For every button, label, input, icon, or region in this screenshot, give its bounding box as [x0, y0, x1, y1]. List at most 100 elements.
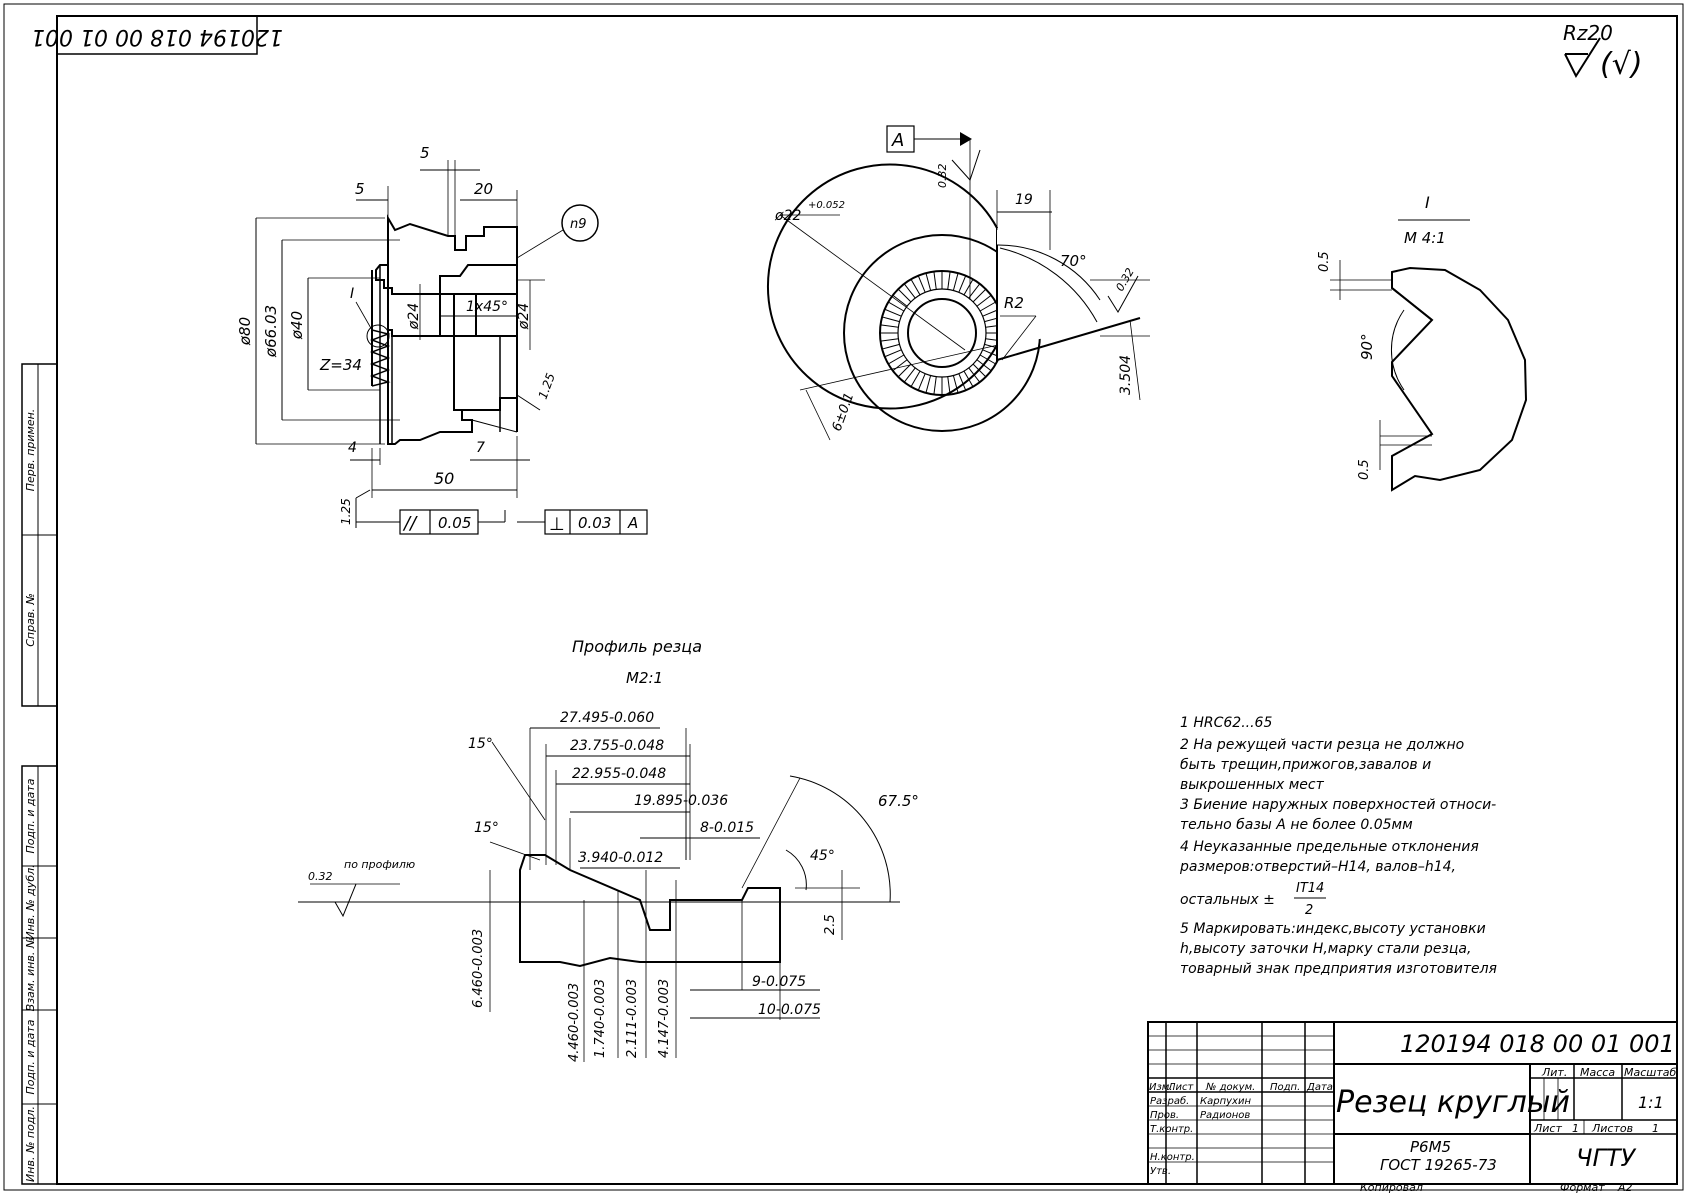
- view-detail: I M 4:1 0.5 0.5 90°: [1317, 193, 1528, 492]
- dim-d40: ø40: [288, 311, 306, 340]
- tooth-ray: [933, 376, 937, 395]
- strip-label-7: Инв. № подл.: [24, 1106, 37, 1182]
- profile-scale: M2:1: [626, 669, 663, 687]
- dim-v-4: 2.111-0.003: [625, 979, 640, 1058]
- dim-v-3: 1.740-0.003: [593, 979, 608, 1058]
- top-code-box: 120194 018 00 01 001: [31, 15, 283, 55]
- callout-I: I: [350, 286, 354, 302]
- note-line-10: 5 Маркировать:индекс,высоту установки: [1180, 921, 1486, 937]
- rough-032a: 0.32: [936, 164, 949, 189]
- dim-h-2: 23.755-0.048: [570, 738, 664, 754]
- dim-bottom-50: 50: [434, 469, 454, 488]
- detail-dim-05b: 0.5: [1357, 459, 1372, 480]
- detail-profile: [1391, 266, 1528, 492]
- tb-role-3: Т.контр.: [1150, 1124, 1193, 1135]
- tb-name-1: Карпухин: [1200, 1096, 1251, 1107]
- tooth-ray: [892, 294, 908, 307]
- tol-frame-parallel: // 0.05: [356, 509, 506, 535]
- inner-frame: [56, 15, 1678, 1185]
- tooth-ray: [976, 359, 992, 372]
- strip-label-5: Взам. инв. №: [24, 937, 37, 1012]
- tooth-ray: [884, 308, 902, 317]
- tooth-ray: [976, 294, 992, 307]
- profile-rough-text: по профилю: [344, 858, 415, 871]
- tb-role-1: Разраб.: [1150, 1095, 1189, 1107]
- tooth-ray: [925, 272, 932, 291]
- strip-label-1: Перв. примен.: [24, 409, 37, 492]
- technical-notes: 1 HRC62...65 2 На режущей части резца не…: [1179, 715, 1497, 977]
- detail-title-num: I: [1425, 193, 1430, 212]
- tb-copied: Копировал: [1360, 1181, 1423, 1194]
- tooth-ray: [910, 370, 921, 387]
- tb-hdr-doc: № докум.: [1205, 1082, 1255, 1093]
- tb-format-val: A2: [1617, 1181, 1633, 1194]
- tb-hdr-sign: Подп.: [1270, 1082, 1300, 1093]
- tooth-ray: [888, 301, 905, 312]
- roughness-general: Rz20 (√): [1563, 21, 1643, 82]
- title-block: Изм. Лист № докум. Подп. Дата Разраб. Пр…: [1147, 1021, 1678, 1194]
- dim-19: 19: [1015, 192, 1033, 208]
- roughness-n9: n9: [570, 217, 587, 232]
- tol-parallel-value: 0.05: [438, 514, 471, 532]
- tooth-ray: [947, 271, 951, 290]
- strip-label-2: Справ. №: [24, 593, 37, 647]
- tooth-ray: [881, 316, 900, 323]
- dim-6: 6±0.1: [830, 391, 858, 434]
- tb-mass: Масса: [1580, 1066, 1615, 1079]
- tb-sheets: Листов: [1591, 1122, 1633, 1135]
- tb-name-2: Радионов: [1200, 1110, 1250, 1121]
- note-line-2: 2 На режущей части резца не должно: [1180, 737, 1464, 753]
- dim-25: 2.5: [823, 914, 838, 935]
- roughness-n9-circle: [561, 204, 599, 242]
- angle-675: 67.5°: [878, 792, 919, 810]
- note-frac-den: 2: [1305, 903, 1313, 918]
- tooth-ray: [963, 370, 974, 387]
- tooth-ray: [903, 367, 916, 383]
- tooth-ray: [903, 283, 916, 299]
- note-line-7: 4 Неуказанные предельные отклонения: [1180, 839, 1479, 855]
- detail-I-circle: [366, 324, 390, 348]
- detail-angle: 90°: [1358, 333, 1376, 360]
- top-doc-code: 120194 018 00 01 001: [31, 24, 283, 49]
- dim-top-5a: 5: [355, 180, 365, 198]
- dim-top-5b: 5: [420, 144, 430, 162]
- tooth-ray: [963, 279, 974, 296]
- tooth-ray: [917, 275, 926, 293]
- dim-d24b: ø24: [516, 303, 532, 330]
- view-section: ø80 ø66.03 ø40 Z=34 5 5 20 ø24 1x45° ø24…: [236, 144, 648, 535]
- tb-role-5: Н.контр.: [1150, 1152, 1195, 1163]
- tooth-ray: [892, 359, 908, 372]
- dim-v-1: 6.460-0.003: [471, 929, 486, 1008]
- tooth-ray: [979, 301, 996, 312]
- section-body-upper: [375, 214, 518, 295]
- tooth-ray: [958, 275, 967, 293]
- tb-scale: 1:1: [1638, 1093, 1664, 1112]
- dim-bottom-7: 7: [476, 440, 485, 456]
- dim-d80: ø80: [236, 317, 254, 346]
- tooth-ray: [917, 373, 926, 391]
- note-line-3: быть трещин,прижогов,завалов и: [1180, 757, 1431, 773]
- front-teeth-rays: [880, 271, 1004, 395]
- dim-h-5: 8-0.015: [700, 820, 754, 836]
- dim-bottom-4: 4: [348, 440, 357, 456]
- dim-h-7: 9-0.075: [752, 974, 806, 990]
- dim-chamfer: 1x45°: [466, 299, 508, 315]
- tb-sheet-no: 1: [1572, 1122, 1579, 1135]
- tb-material-1: P6M5: [1410, 1138, 1451, 1156]
- tb-sheets-no: 1: [1652, 1122, 1659, 1135]
- outer-frame: [3, 3, 1684, 1191]
- note-line-9: остальных ±: [1180, 892, 1275, 908]
- tb-role-6: Утв.: [1150, 1166, 1171, 1177]
- tb-hdr-date: Дата: [1306, 1082, 1333, 1093]
- tooth-ray: [972, 288, 987, 303]
- dim-h-1: 27.495-0.060: [560, 710, 654, 726]
- tooth-ray: [925, 375, 932, 394]
- roughness-125a: 1.25: [536, 371, 558, 401]
- dim-bore: ø22: [774, 208, 801, 224]
- tb-org: ЧГТУ: [1576, 1144, 1636, 1172]
- tb-lit: Лит.: [1541, 1066, 1567, 1079]
- note-line-4: выкрошенных мест: [1180, 777, 1325, 793]
- tooth-ray: [880, 338, 899, 342]
- tooth-ray: [972, 363, 987, 378]
